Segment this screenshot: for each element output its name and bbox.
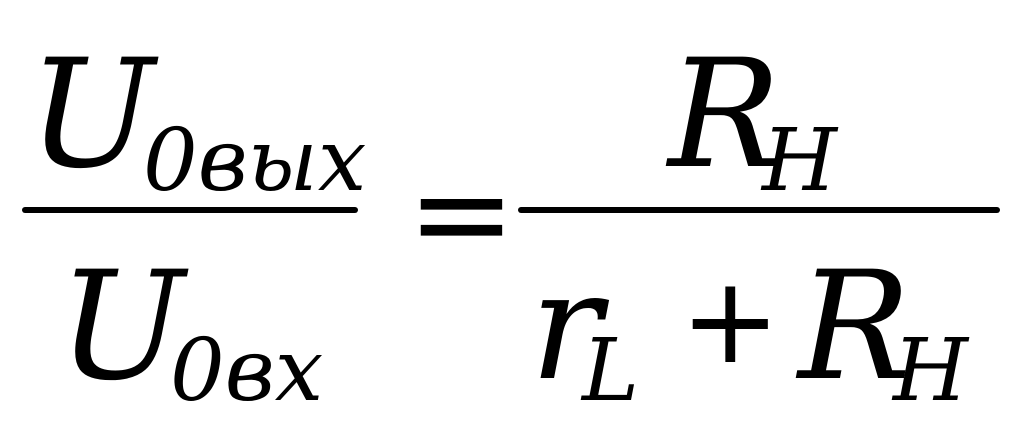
right-denominator-term2-symbol: R [798, 240, 911, 414]
plus-sign: + [680, 252, 781, 391]
right-numerator-symbol: R [668, 28, 781, 202]
left-fraction-bar [22, 207, 358, 213]
right-fraction-bar [518, 207, 1000, 213]
right-denominator-term2-subscript: Н [893, 321, 968, 421]
left-numerator-symbol: U [28, 28, 155, 202]
left-denominator-symbol: U [58, 240, 185, 414]
right-numerator-subscript: Н [762, 111, 837, 211]
left-numerator-subscript: 0вых [143, 111, 367, 211]
right-denominator-term1-symbol: r [530, 240, 602, 414]
right-denominator-term1-subscript: L [582, 321, 640, 421]
equals-sign: = [407, 137, 516, 289]
left-denominator-subscript: 0вх [170, 321, 324, 421]
